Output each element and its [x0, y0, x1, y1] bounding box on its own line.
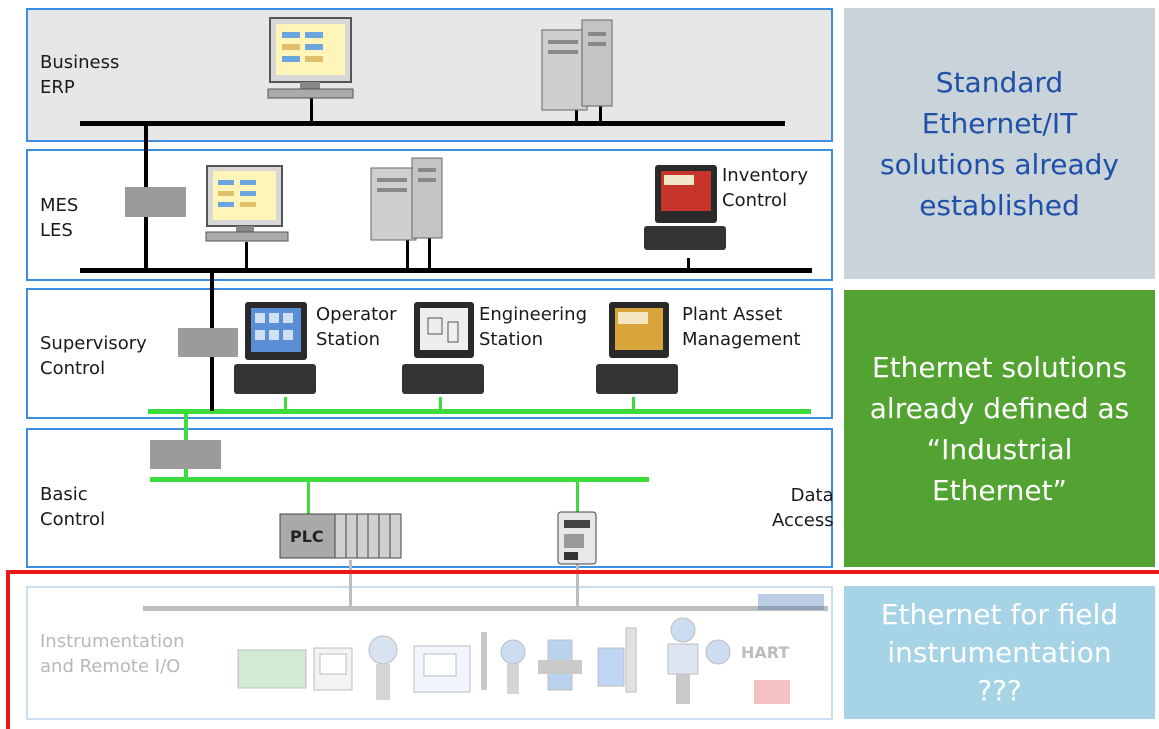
field-network-bus — [143, 606, 828, 611]
inventory-terminal-icon — [644, 165, 726, 250]
field-highlight-bracket — [6, 570, 1159, 729]
engineering-station-label: Engineering Station — [479, 304, 587, 350]
gateway-mes-supervisory — [178, 328, 238, 357]
data-access-label: Data Access — [772, 485, 834, 531]
engineering-drop — [439, 397, 442, 411]
data-access-drop — [576, 480, 579, 512]
erp-workstation-icon — [267, 17, 354, 99]
gateway-supervisory-basic — [150, 440, 221, 469]
field-instruments-icon — [237, 594, 824, 704]
plc-label: PLC — [290, 527, 324, 546]
operator-drop — [284, 397, 287, 411]
plc-drop — [307, 480, 310, 514]
erp-pc-drop — [310, 96, 313, 123]
engineering-station-icon — [402, 302, 484, 394]
data-access-field-drop — [576, 560, 579, 608]
erp-server-icon — [541, 19, 613, 111]
supervisory-network-bus — [148, 409, 811, 414]
basic-control-label: Basic Control — [40, 484, 106, 530]
hart-label: HART — [741, 643, 790, 662]
plc-field-drop — [349, 560, 352, 608]
erp-server-drop-2 — [599, 104, 602, 123]
mes-server-drop-1 — [406, 232, 409, 270]
supervisory-control-label: Supervisory Control — [40, 333, 147, 379]
basic-control-network-bus — [150, 477, 649, 482]
mes-network-bus — [80, 268, 812, 273]
mes-pc-drop — [245, 242, 248, 270]
data-access-device-icon — [557, 511, 597, 565]
industrial-ethernet-panel: Ethernet solutions already defined as “I… — [844, 290, 1155, 567]
operator-station-icon — [234, 302, 316, 394]
business-erp-label: Business ERP — [40, 52, 120, 98]
field-ethernet-panel: Ethernet for field instrumentation ??? — [844, 586, 1155, 719]
business-network-bus — [80, 121, 785, 126]
plant-asset-management-label: Plant Asset Management — [682, 304, 801, 350]
instrumentation-label: Instrumentation and Remote I/O — [40, 631, 185, 677]
operator-station-label: Operator Station — [316, 304, 397, 350]
standard-ethernet-panel: Standard Ethernet/IT solutions already e… — [844, 8, 1155, 279]
asset-drop — [632, 397, 635, 411]
mes-les-label: MES LES — [40, 195, 79, 241]
mes-workstation-icon — [205, 165, 289, 242]
mes-server-icon — [370, 157, 443, 241]
plant-asset-station-icon — [596, 302, 678, 394]
inventory-control-label: Inventory Control — [722, 165, 808, 211]
mes-server-drop-2 — [428, 232, 431, 270]
business-erp-layer — [26, 8, 833, 142]
plc-rack-icon — [279, 513, 402, 559]
gateway-it-mes — [125, 187, 186, 217]
erp-server-drop-1 — [575, 104, 578, 123]
inventory-drop — [687, 258, 690, 270]
